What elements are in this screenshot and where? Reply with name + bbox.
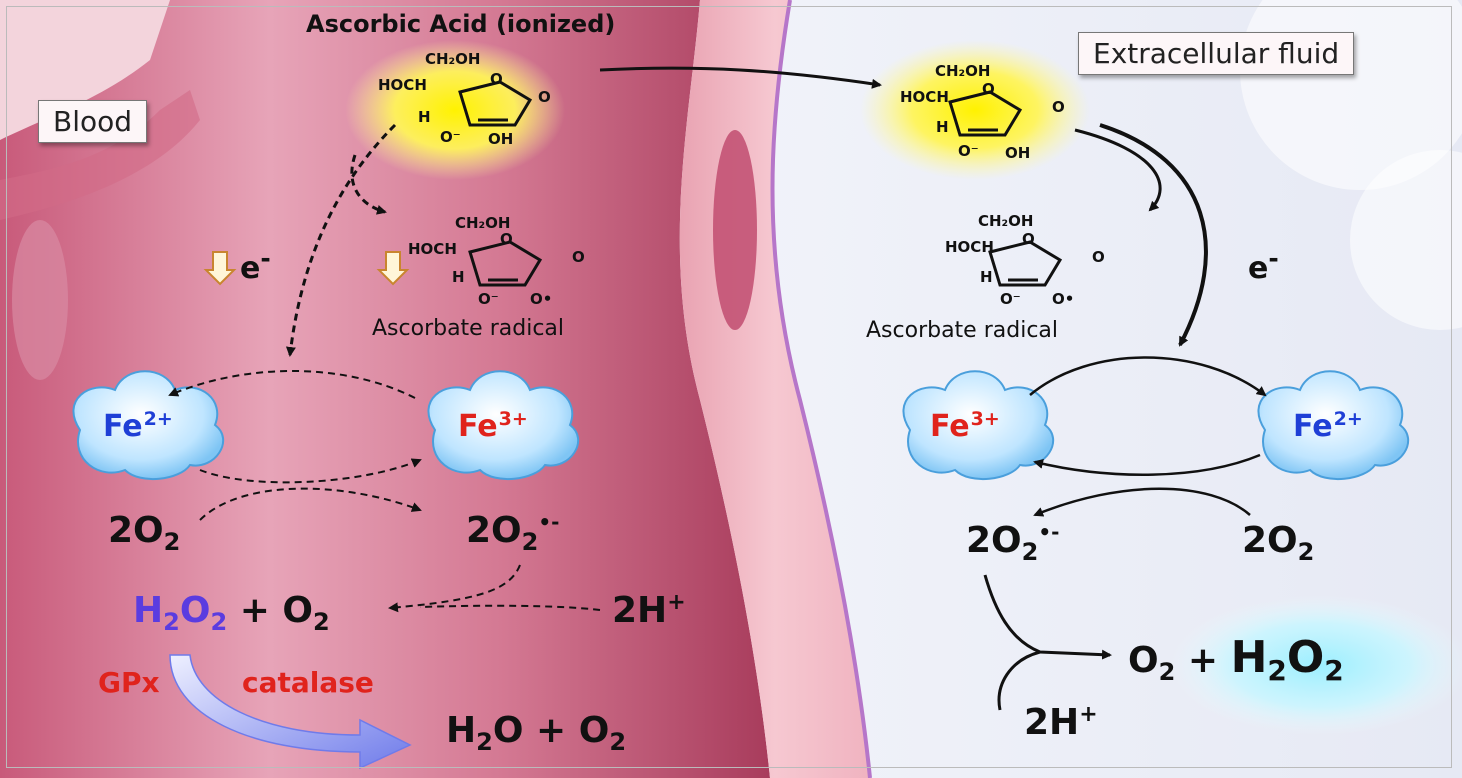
extracellular-label: Extracellular fluid — [1078, 32, 1355, 75]
mol-left-ch2oh: CH₂OH — [425, 50, 481, 68]
mol-right-ch2oh: CH₂OH — [935, 62, 991, 80]
electron-label-left: e- — [240, 244, 271, 286]
rad-left-hoch: HOCH — [408, 240, 457, 258]
mol-right-o-minus: O⁻ — [958, 142, 979, 160]
electron-label-right: e- — [1248, 244, 1279, 286]
rad-right-ch2oh: CH₂OH — [978, 212, 1034, 230]
vessel-membrane — [770, 0, 872, 778]
arrow-fe3-to-fe2 — [168, 370, 416, 399]
h2o2-glow — [1170, 595, 1462, 735]
ascorbate-radical-label-right: Ascorbate radical — [866, 318, 1059, 343]
rad-right-o-keto: O — [1092, 248, 1105, 266]
arrow-ascorbate-transport — [599, 66, 882, 89]
ascorbic-acid-glow-left — [345, 40, 565, 180]
gpx-label: GPx — [98, 666, 160, 699]
electron-down-arrow-left — [203, 251, 237, 286]
arrow-fe2-to-fe3 — [199, 458, 422, 484]
fe2-label-right: Fe2+ — [1293, 408, 1363, 444]
endothelial-nucleus — [713, 130, 757, 330]
ascorbate-radical-label-left: Ascorbate radical — [372, 316, 565, 341]
mol-left-hoch: HOCH — [378, 76, 427, 94]
rad-right-o-minus: O⁻ — [1000, 290, 1021, 308]
arrow-superoxide-to-products — [983, 574, 1112, 660]
fe3-label-left: Fe3+ — [458, 408, 528, 444]
oxygen-2o2-right: 2O2 — [1242, 520, 1315, 567]
molecule-ring-right-radical — [988, 240, 1063, 287]
rad-left-ch2oh: CH₂OH — [455, 214, 511, 232]
water-oxygen-products: H2O + O2 — [446, 710, 627, 757]
superoxide-left: 2O2•- — [466, 510, 560, 557]
arrow-superoxide-to-h2o2 — [388, 564, 521, 613]
arrow-to-radical-right — [1074, 128, 1162, 212]
molecule-ring-left-top — [458, 80, 533, 127]
fe3-cloud-left — [427, 370, 580, 481]
rad-left-o-minus: O⁻ — [478, 290, 499, 308]
mol-left-o-keto: O — [538, 88, 551, 106]
rad-left-o-radical: O• — [530, 290, 553, 308]
blood-vessel-lumen — [0, 0, 770, 778]
arrow-ascorbate-to-radical — [350, 154, 387, 215]
mol-left-h: H — [418, 108, 431, 126]
diagram-title: Ascorbic Acid (ionized) — [306, 10, 616, 38]
fe3-label-right: Fe3+ — [930, 408, 1000, 444]
mol-left-oh: OH — [488, 130, 514, 148]
rad-left-h: H — [452, 268, 465, 286]
mol-right-oh: OH — [1005, 144, 1031, 162]
blood-arrows — [168, 123, 601, 613]
fe2-cloud-right — [1257, 370, 1410, 481]
proton-left: 2H+ — [612, 590, 686, 631]
superoxide-right: 2O2•- — [966, 520, 1060, 567]
molecule-ring-left-radical — [468, 240, 543, 287]
mol-left-o-minus: O⁻ — [440, 128, 461, 146]
arrow-fe2-to-fe3-right — [1033, 453, 1261, 476]
extracellular-arrows — [599, 66, 1267, 711]
enzyme-conversion-arrow — [169, 654, 412, 770]
rad-right-h: H — [980, 268, 993, 286]
vessel-wall-edge — [0, 90, 200, 220]
arrow-proton-join — [419, 604, 601, 611]
fe2-cloud-left — [72, 370, 225, 481]
ascorbic-acid-glow-right — [860, 40, 1090, 180]
rad-right-o-ring: O — [1022, 230, 1035, 248]
cell-bubble — [1350, 150, 1462, 330]
mol-right-hoch: HOCH — [900, 88, 949, 106]
arrow-proton-right — [997, 650, 1041, 711]
molecule-ring-right-top — [948, 90, 1023, 137]
fe3-cloud-right — [902, 370, 1055, 481]
blood-label: Blood — [38, 100, 148, 143]
arrow-electron-right — [1099, 123, 1208, 347]
mol-right-h: H — [936, 118, 949, 136]
rad-right-o-radical: O• — [1052, 290, 1075, 308]
mol-left-o-ring: O — [490, 70, 503, 88]
blood-cell — [12, 220, 68, 380]
o2-h2o2-products-right: O2 + H2O2 — [1128, 632, 1344, 688]
catalase-label: catalase — [242, 666, 374, 699]
mol-right-o-keto: O — [1052, 98, 1065, 116]
rad-left-o-keto: O — [572, 248, 585, 266]
rad-left-o-ring: O — [500, 230, 513, 248]
arrow-o2-to-superoxide-right — [1033, 487, 1251, 517]
mol-right-o-ring: O — [982, 80, 995, 98]
h2o2-o2-left: H2O2 + O2 — [133, 590, 330, 637]
electron-down-arrow-radical — [376, 251, 410, 286]
proton-right: 2H+ — [1024, 702, 1098, 743]
rad-right-hoch: HOCH — [945, 238, 994, 256]
oxygen-2o2-left: 2O2 — [108, 510, 181, 557]
arrow-o2-to-superoxide — [199, 487, 422, 521]
arrow-fe3-to-fe2-right — [1029, 356, 1267, 397]
fe2-label-left: Fe2+ — [103, 408, 173, 444]
